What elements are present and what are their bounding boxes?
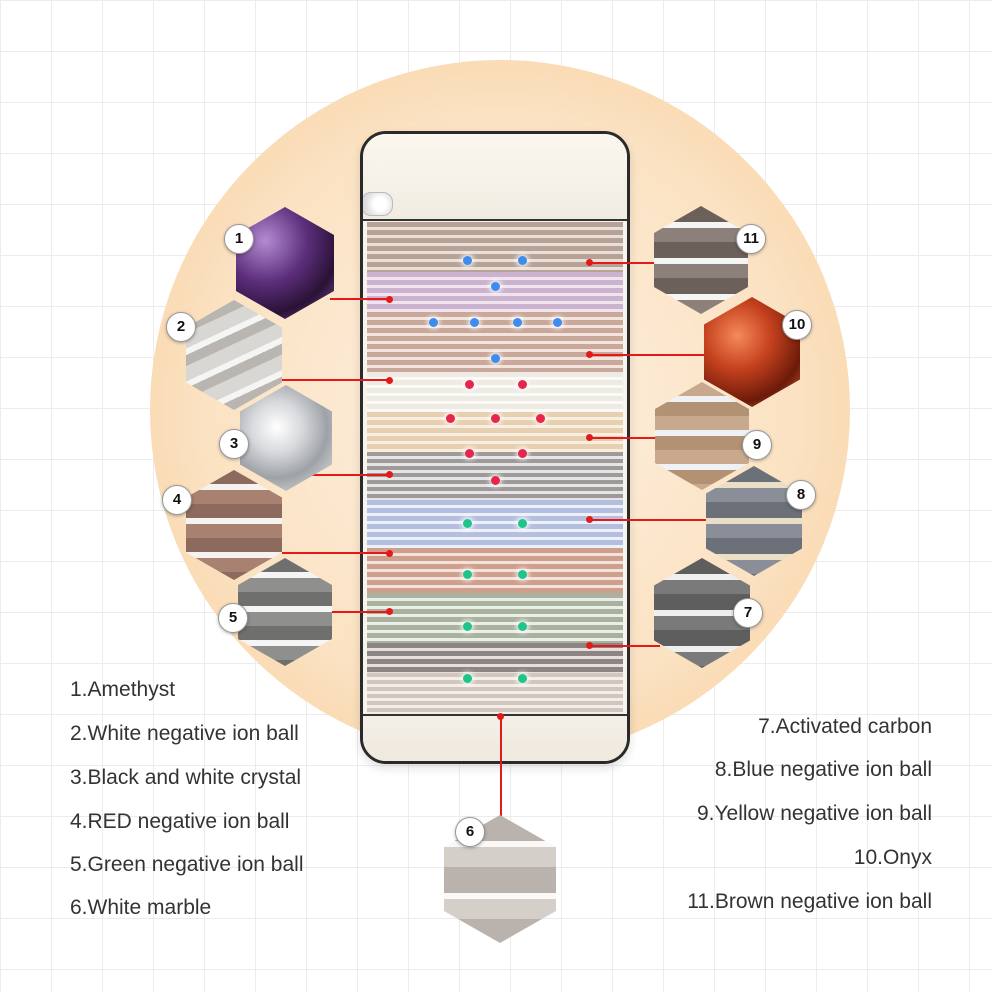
leader-anchor-7: [586, 642, 593, 649]
led-green: [518, 519, 527, 528]
legend-item-5: 5.Green negative ion ball: [70, 853, 304, 876]
stripe-white: [367, 372, 623, 412]
badge-9: 9: [742, 430, 772, 460]
badge-7: 7: [733, 598, 763, 628]
stripe-amethyst: [367, 272, 623, 312]
badge-3: 3: [219, 429, 249, 459]
stripe-marble: [367, 673, 623, 718]
therapy-mat: [360, 131, 630, 764]
legend-item-11: 11.Brown negative ion ball: [687, 890, 932, 913]
swatch-brown-ion-ball: [654, 206, 748, 314]
leader-anchor-8: [586, 516, 593, 523]
badge-8: 8: [786, 480, 816, 510]
led-green: [463, 570, 472, 579]
leader-line-10: [590, 354, 710, 356]
led-blue: [518, 256, 527, 265]
swatch-white-ion-ball: [186, 300, 282, 410]
led-green: [518, 570, 527, 579]
leader-line-2: [282, 379, 390, 381]
leader-anchor-10: [586, 351, 593, 358]
led-red: [465, 380, 474, 389]
leader-line-5: [332, 611, 390, 613]
led-blue: [429, 318, 438, 327]
legend-item-2: 2.White negative ion ball: [70, 722, 299, 745]
badge-4: 4: [162, 485, 192, 515]
legend-item-10: 10.Onyx: [853, 846, 932, 869]
led-red: [518, 449, 527, 458]
stripe-pink: [367, 312, 623, 372]
legend-item-1: 1.Amethyst: [70, 678, 176, 701]
leader-anchor-6: [497, 713, 504, 720]
legend-item-7: 7.Activated carbon: [758, 715, 932, 738]
stripe-blue: [367, 500, 623, 548]
mat-controller-plug: [363, 192, 393, 216]
led-blue: [513, 318, 522, 327]
led-red: [465, 449, 474, 458]
badge-10: 10: [782, 310, 812, 340]
badge-2: 2: [166, 312, 196, 342]
leader-line-11: [590, 262, 654, 264]
leader-anchor-3: [386, 471, 393, 478]
stripe-brown: [367, 222, 623, 272]
stripe-green: [367, 593, 623, 643]
leader-line-1: [330, 298, 390, 300]
led-blue: [553, 318, 562, 327]
leader-line-6: [500, 717, 502, 827]
leader-line-8: [590, 519, 710, 521]
led-blue: [470, 318, 479, 327]
led-red: [491, 476, 500, 485]
legend-item-3: 3.Black and white crystal: [70, 766, 302, 789]
led-green: [518, 674, 527, 683]
led-red: [518, 380, 527, 389]
leader-anchor-2: [386, 377, 393, 384]
legend-item-8: 8.Blue negative ion ball: [714, 758, 932, 781]
leader-line-9: [590, 437, 660, 439]
mat-foot-section: [363, 714, 627, 761]
led-blue: [491, 354, 500, 363]
leader-line-3: [312, 474, 390, 476]
leader-anchor-4: [386, 550, 393, 557]
leader-anchor-9: [586, 434, 593, 441]
led-green: [463, 674, 472, 683]
leader-anchor-5: [386, 608, 393, 615]
stripe-carbon: [367, 643, 623, 673]
leader-anchor-11: [586, 259, 593, 266]
swatch-yellow-ion-ball: [655, 382, 749, 490]
legend-item-6: 6.White marble: [70, 896, 212, 919]
leader-line-4: [282, 552, 390, 554]
led-red: [491, 414, 500, 423]
led-red: [446, 414, 455, 423]
led-green: [518, 622, 527, 631]
led-green: [463, 519, 472, 528]
badge-11: 11: [736, 224, 766, 254]
mat-pillow-section: [363, 134, 627, 221]
badge-5: 5: [218, 603, 248, 633]
led-blue: [491, 282, 500, 291]
led-green: [463, 622, 472, 631]
stripe-red: [367, 548, 623, 593]
leader-anchor-1: [386, 296, 393, 303]
led-red: [536, 414, 545, 423]
legend-item-4: 4.RED negative ion ball: [70, 810, 290, 833]
badge-1: 1: [224, 224, 254, 254]
legend-item-9: 9.Yellow negative ion ball: [696, 802, 932, 825]
leader-line-7: [590, 645, 660, 647]
led-blue: [463, 256, 472, 265]
badge-6: 6: [455, 817, 485, 847]
